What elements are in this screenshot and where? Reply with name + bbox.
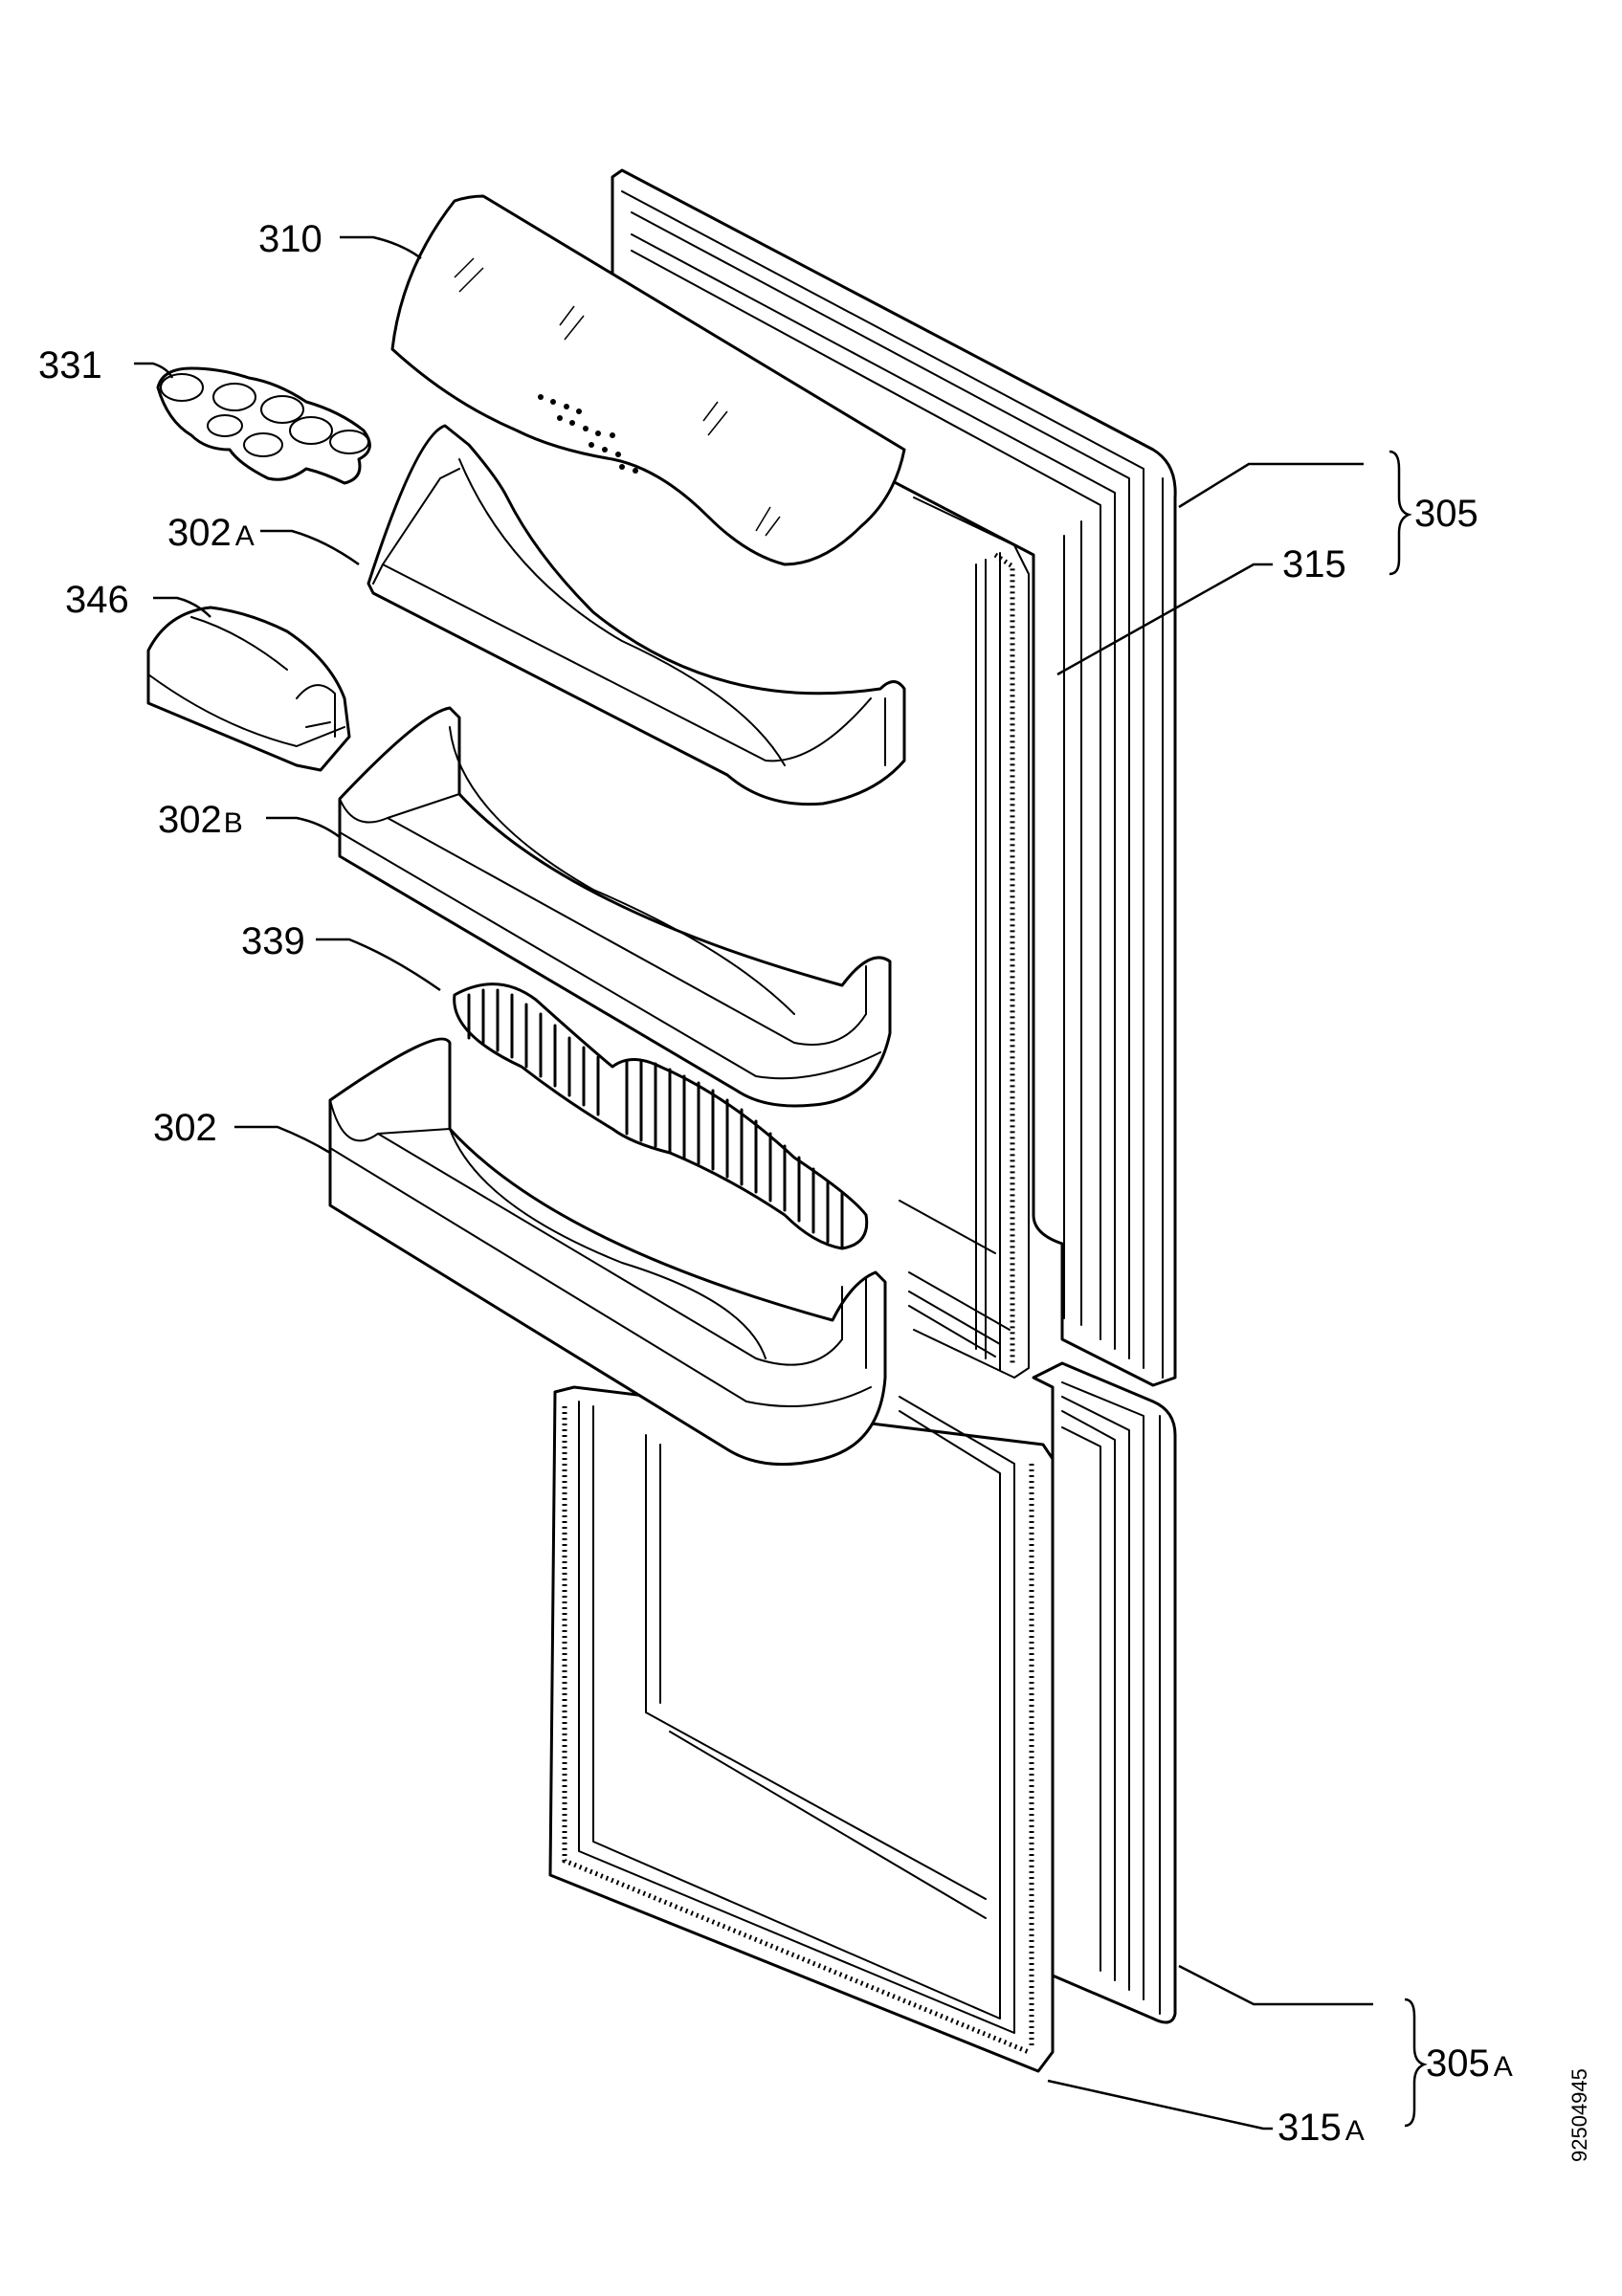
bottle-shelf-302b xyxy=(338,706,892,1108)
label-305: 305 xyxy=(1414,493,1478,535)
retainer-ribs xyxy=(467,988,844,1248)
egg-tray-331 xyxy=(156,366,371,485)
shelf-cover-310 xyxy=(390,194,906,566)
label-339: 339 xyxy=(241,920,305,962)
label-302b: 302B xyxy=(158,799,243,841)
cover-vent-dots xyxy=(538,394,638,474)
bracket-305 xyxy=(1389,450,1412,576)
upper-door-305 xyxy=(611,168,1177,1387)
upper-gasket-315 xyxy=(899,497,1030,1379)
bottle-shelf-302 xyxy=(328,1037,887,1467)
label-302: 302 xyxy=(153,1107,217,1149)
label-331: 331 xyxy=(38,344,102,386)
egg-cover-346 xyxy=(146,606,351,772)
bracket-305a xyxy=(1404,1998,1428,2128)
label-346: 346 xyxy=(65,579,129,621)
label-310: 310 xyxy=(258,218,322,260)
bottle-shelf-302a xyxy=(367,424,906,806)
lower-door-305a xyxy=(1032,1361,1177,2024)
bottle-retainer-339 xyxy=(453,982,869,1250)
drawing-number: 92504945 xyxy=(1567,2068,1591,2162)
lower-gasket-315a xyxy=(548,1385,1055,2073)
label-315: 315 xyxy=(1282,543,1346,585)
leader-lines xyxy=(134,235,1373,2130)
